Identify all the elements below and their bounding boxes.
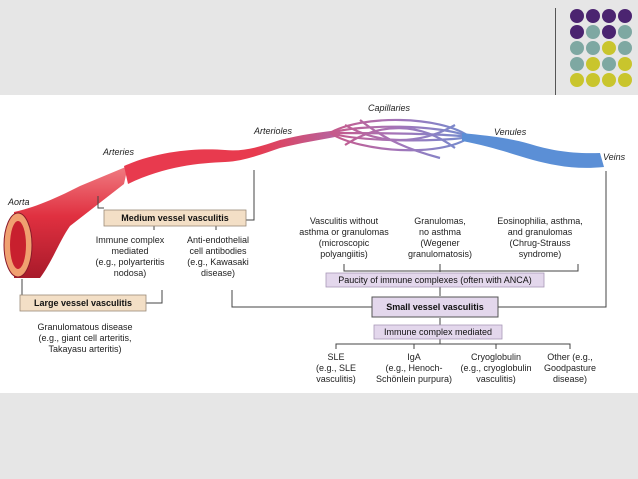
medium-vessel-box: Medium vessel vasculitis bbox=[103, 209, 247, 227]
text-line: cell antibodies bbox=[189, 246, 247, 256]
text-line: (e.g., cryoglobulin bbox=[460, 363, 531, 373]
decorative-dot bbox=[618, 41, 632, 55]
small-top-group-wegener: Granulomas, no asthma (Wegener granuloma… bbox=[408, 216, 472, 259]
small-top-group-churg-strauss: Eosinophilia, asthma, and granulomas (Ch… bbox=[497, 216, 583, 259]
large-vessel-box: Large vessel vasculitis bbox=[19, 294, 147, 312]
text-line: Anti-endothelial bbox=[187, 235, 249, 245]
decorative-dot bbox=[586, 73, 600, 87]
decorative-dot bbox=[570, 25, 584, 39]
immune-complex-label: Immune complex mediated bbox=[384, 327, 492, 337]
veins-label: Veins bbox=[603, 152, 626, 162]
decorative-dot bbox=[586, 25, 600, 39]
text-line: vasculitis) bbox=[316, 374, 356, 384]
text-line: Vasculitis without bbox=[310, 216, 379, 226]
capillaries-label: Capillaries bbox=[368, 103, 411, 113]
text-line: Other (e.g., bbox=[547, 352, 593, 362]
aorta-vessel bbox=[3, 166, 128, 278]
decorative-dot bbox=[570, 57, 584, 71]
text-line: nodosa) bbox=[114, 268, 147, 278]
text-line: (e.g., SLE bbox=[316, 363, 356, 373]
small-bottom-group-cryoglobulin: Cryoglobulin (e.g., cryoglobulin vasculi… bbox=[460, 352, 531, 384]
small-bottom-group-sle: SLE (e.g., SLE vasculitis) bbox=[316, 352, 356, 384]
text-line: (e.g., giant cell arteritis, bbox=[38, 333, 131, 343]
text-line: mediated bbox=[111, 246, 148, 256]
immune-complex-box: Immune complex mediated bbox=[373, 324, 503, 340]
medium-vessel-title: Medium vessel vasculitis bbox=[121, 213, 229, 223]
text-line: (microscopic bbox=[319, 238, 370, 248]
small-bottom-group-iga: IgA (e.g., Henoch- Schönlein purpura) bbox=[376, 352, 452, 384]
text-line: (Chrug-Strauss bbox=[509, 238, 571, 248]
decorative-dot bbox=[602, 9, 616, 23]
text-line: (e.g., polyarteritis bbox=[95, 257, 165, 267]
small-bottom-group-other: Other (e.g., Goodpasture disease) bbox=[544, 352, 596, 384]
decorative-dot bbox=[618, 57, 632, 71]
small-top-group-mpa: Vasculitis without asthma or granulomas … bbox=[299, 216, 389, 259]
text-line: Immune complex bbox=[96, 235, 165, 245]
decorative-dot bbox=[602, 73, 616, 87]
small-vessel-box: Small vessel vasculitis bbox=[371, 296, 499, 318]
decorative-dot bbox=[570, 73, 584, 87]
text-line: Granulomas, bbox=[414, 216, 466, 226]
decorative-dot bbox=[570, 41, 584, 55]
decorative-dot bbox=[586, 9, 600, 23]
text-line: Eosinophilia, asthma, bbox=[497, 216, 583, 226]
text-line: Granulomatous disease bbox=[37, 322, 132, 332]
text-line: (Wegener bbox=[420, 238, 459, 248]
text-line: polyangiitis) bbox=[320, 249, 368, 259]
text-line: and granulomas bbox=[508, 227, 573, 237]
decorative-dot bbox=[570, 9, 584, 23]
arteries-label: Arteries bbox=[102, 147, 135, 157]
text-line: vasculitis) bbox=[476, 374, 516, 384]
text-line: syndrome) bbox=[519, 249, 562, 259]
decorative-dot bbox=[586, 41, 600, 55]
text-line: Takayasu arteritis) bbox=[48, 344, 121, 354]
capillary-network bbox=[329, 118, 471, 160]
medium-immune-group: Immune complex mediated (e.g., polyarter… bbox=[95, 235, 165, 278]
large-vessel-title: Large vessel vasculitis bbox=[34, 298, 132, 308]
slide-top-band bbox=[0, 0, 638, 95]
large-vessel-desc: Granulomatous disease (e.g., giant cell … bbox=[37, 322, 132, 354]
decorative-dot bbox=[618, 73, 632, 87]
text-line: (e.g., Henoch- bbox=[385, 363, 442, 373]
text-line: asthma or granulomas bbox=[299, 227, 389, 237]
decorative-dot bbox=[602, 25, 616, 39]
aorta-label: Aorta bbox=[7, 197, 30, 207]
pauci-immune-box: Paucity of immune complexes (often with … bbox=[325, 272, 545, 288]
text-line: no asthma bbox=[419, 227, 461, 237]
venules-label: Venules bbox=[494, 127, 527, 137]
text-line: SLE bbox=[327, 352, 344, 362]
text-line: granulomatosis) bbox=[408, 249, 472, 259]
arterioles-label: Arterioles bbox=[253, 126, 293, 136]
small-vessel-title: Small vessel vasculitis bbox=[386, 302, 484, 312]
decorative-dot bbox=[602, 57, 616, 71]
text-line: disease) bbox=[201, 268, 235, 278]
pauci-immune-label: Paucity of immune complexes (often with … bbox=[338, 275, 532, 285]
decorative-dot bbox=[586, 57, 600, 71]
text-line: Schönlein purpura) bbox=[376, 374, 452, 384]
text-line: (e.g., Kawasaki bbox=[187, 257, 249, 267]
slide-bottom-band bbox=[0, 393, 638, 479]
decorative-dot bbox=[618, 9, 632, 23]
text-line: disease) bbox=[553, 374, 587, 384]
decorative-dot bbox=[602, 41, 616, 55]
decorative-dot bbox=[618, 25, 632, 39]
medium-antiendothelial-group: Anti-endothelial cell antibodies (e.g., … bbox=[187, 235, 249, 278]
text-line: Cryoglobulin bbox=[471, 352, 521, 362]
text-line: Goodpasture bbox=[544, 363, 596, 373]
artery-vessel bbox=[124, 130, 340, 184]
vein-vessel bbox=[462, 133, 604, 168]
divider-line bbox=[555, 8, 556, 95]
text-line: IgA bbox=[407, 352, 421, 362]
